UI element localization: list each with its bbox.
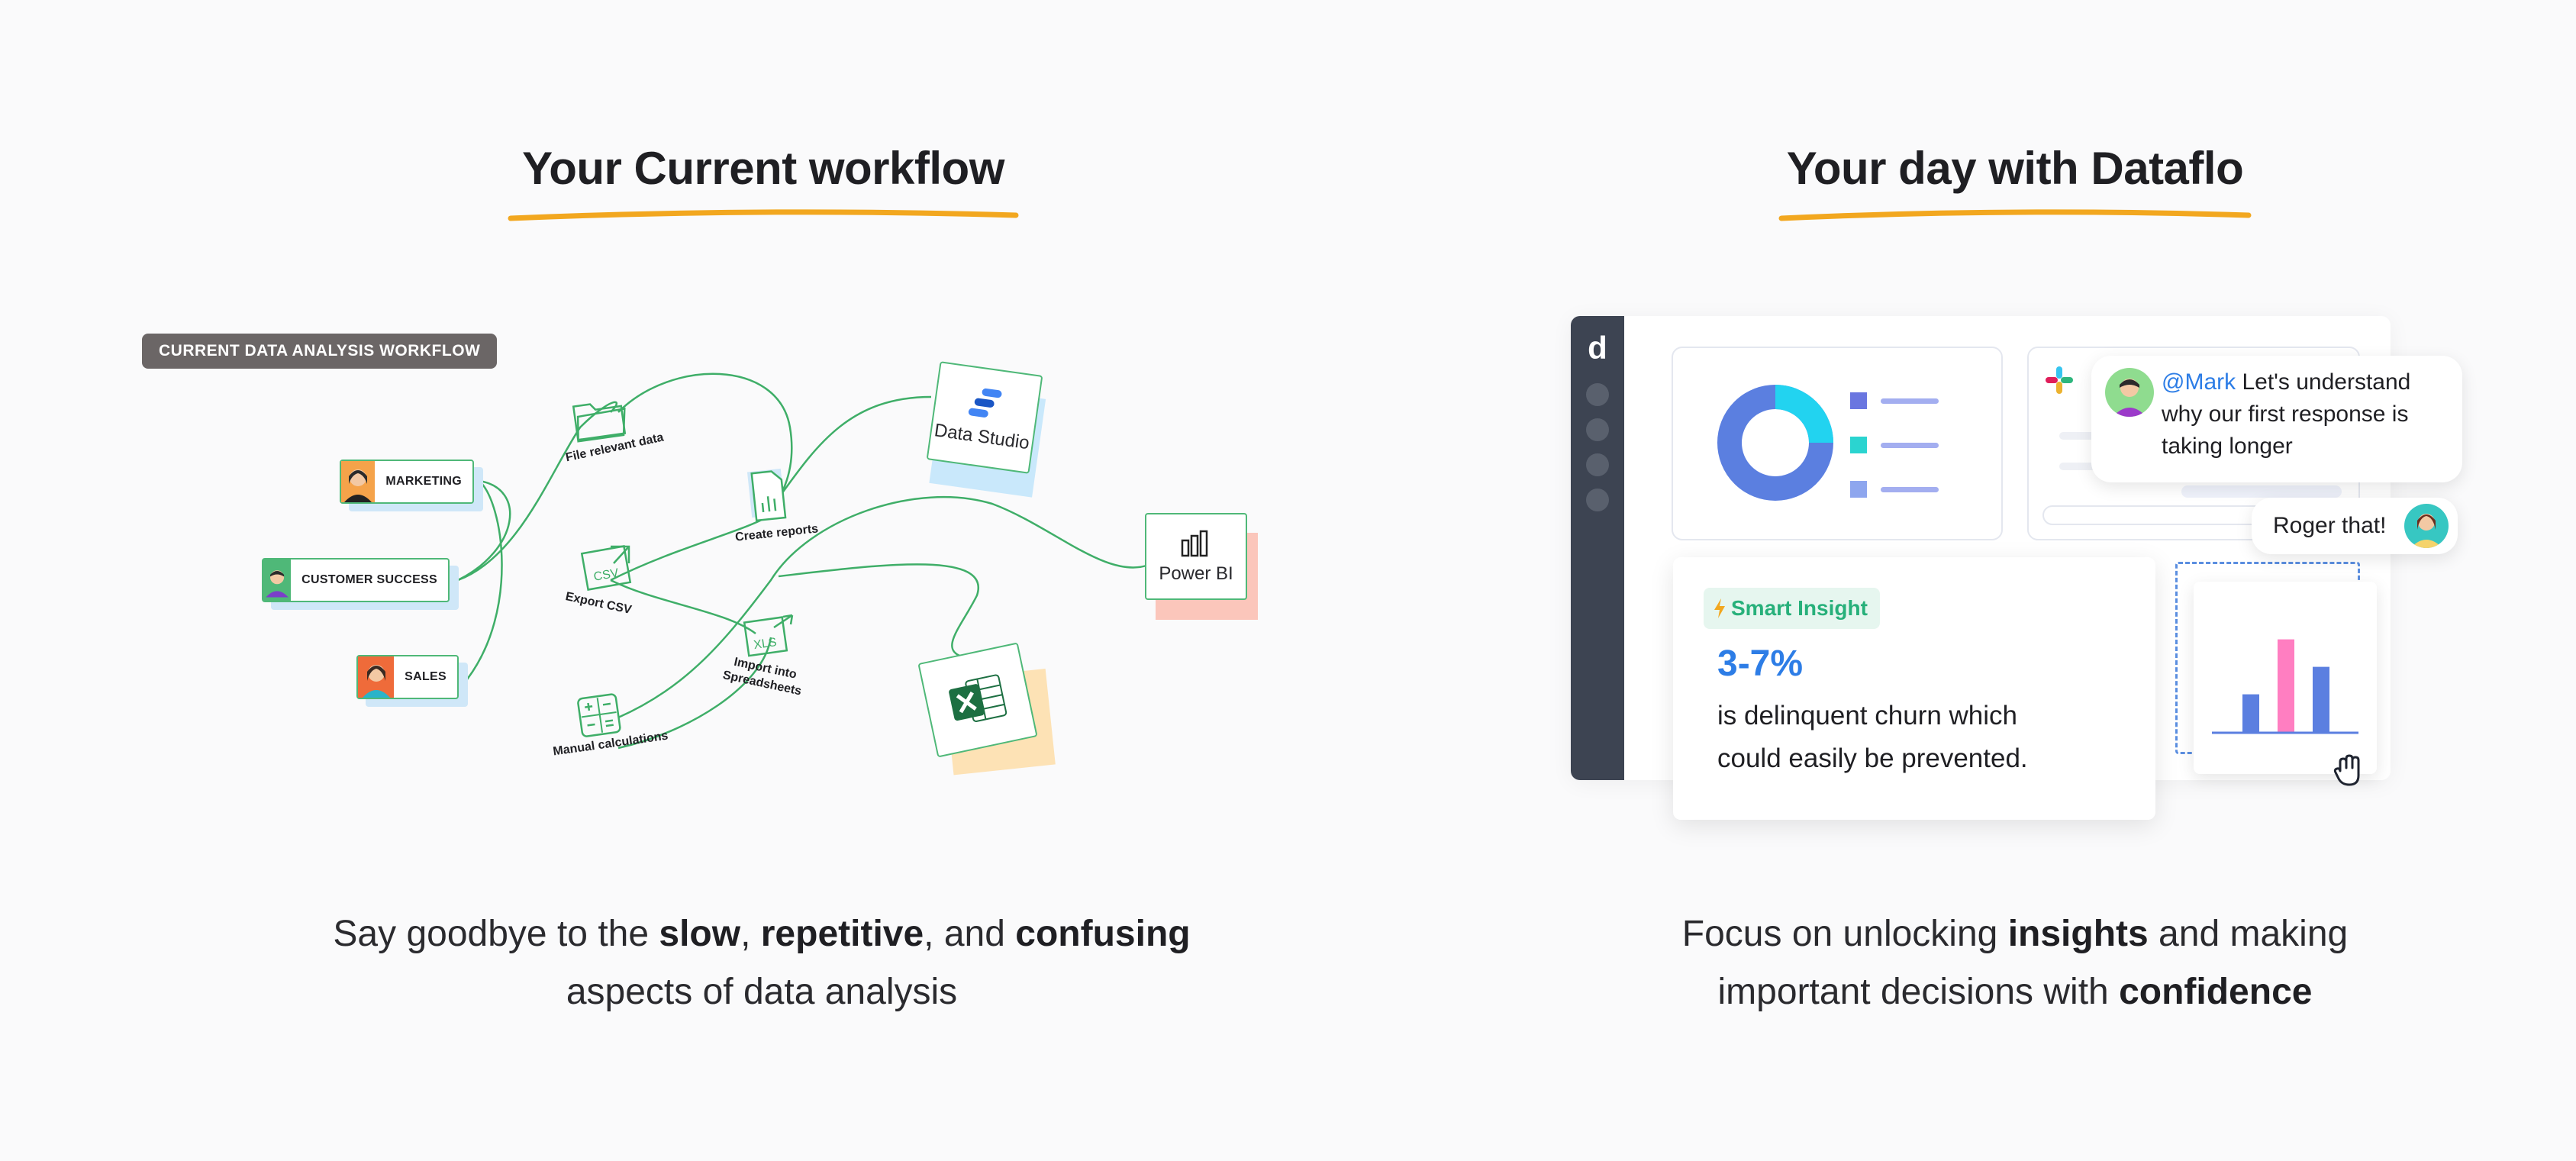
legend-swatch [1850, 437, 1867, 453]
csv-icon: CSV [580, 545, 632, 591]
legend-swatch [1850, 481, 1867, 498]
grab-hand-icon [2333, 754, 2360, 786]
nav-dot[interactable] [1586, 383, 1609, 406]
smart-insight-tag: Smart Insight [1704, 588, 1880, 629]
nav-dot[interactable] [1586, 489, 1609, 511]
team-sales[interactable]: SALES [356, 655, 459, 699]
avatar [263, 560, 292, 601]
workflow-connections [457, 372, 1149, 750]
nav-dot[interactable] [1586, 418, 1609, 441]
chat-bubble-mark: @Mark Let's understand why our first res… [2091, 356, 2462, 482]
power-bi-icon [1181, 530, 1208, 557]
data-studio-label: Data Studio [933, 420, 1031, 454]
slack-icon [2046, 366, 2073, 394]
workflow-badge: CURRENT DATA ANALYSIS WORKFLOW [142, 334, 498, 369]
power-bi-label: Power BI [1159, 563, 1233, 584]
team-customer-success[interactable]: CUSTOMER SUCCESS [262, 558, 450, 602]
insight-value: 3-7% [1717, 643, 1804, 684]
left-caption: Say goodbye to the slow, repetitive, and… [333, 914, 1191, 1012]
avatar [358, 656, 395, 698]
legend-line [1881, 487, 1939, 492]
svg-text:CSV: CSV [592, 566, 620, 584]
legend-swatch [1850, 392, 1867, 409]
report-icon [746, 468, 787, 522]
legend-line [1881, 398, 1939, 404]
title-underline [1778, 209, 2252, 221]
insight-text: is delinquent churn which could easily b… [1717, 701, 2028, 773]
svg-text:XLS: XLS [753, 636, 777, 652]
excel-icon [949, 674, 1008, 722]
donut-chart [1717, 385, 1833, 501]
mention[interactable]: @Mark [2162, 369, 2236, 395]
smart-insight-card[interactable]: Smart Insight 3-7% is delinquent churn w… [1673, 557, 2155, 820]
data-studio-card[interactable]: Data Studio [926, 361, 1046, 498]
chart-bar [2278, 639, 2294, 733]
avatar [2105, 368, 2154, 417]
chat-bubble-reply: Roger that! [2252, 498, 2458, 554]
donut-card [1672, 347, 2003, 540]
folder-icon [572, 403, 627, 443]
team-marketing[interactable]: MARKETING [340, 460, 474, 504]
chart-bar [2242, 694, 2259, 733]
app-sidebar: d [1571, 316, 1624, 780]
legend-line [1881, 443, 1939, 448]
right-caption: Focus on unlocking insights and making i… [1681, 914, 2349, 1012]
bar-chart [2212, 639, 2358, 734]
current-workflow-title: Your Current workflow [522, 143, 1004, 194]
lightning-icon [1714, 598, 1725, 618]
dataflo-logo: d [1588, 330, 1607, 366]
calculator-icon [577, 693, 621, 737]
title-underline [508, 209, 1019, 221]
excel-card[interactable] [917, 642, 1056, 776]
power-bi-card[interactable]: Power BI [1145, 513, 1258, 620]
xls-icon: XLS [743, 614, 794, 657]
avatar [341, 461, 376, 502]
avatar [2404, 504, 2449, 548]
bar-chart-card[interactable] [2194, 582, 2377, 774]
dataflo-title: Your day with Dataflo [1786, 143, 2244, 194]
data-studio-icon [968, 388, 1002, 418]
nav-dot[interactable] [1586, 453, 1609, 476]
chart-bar [2313, 666, 2329, 733]
